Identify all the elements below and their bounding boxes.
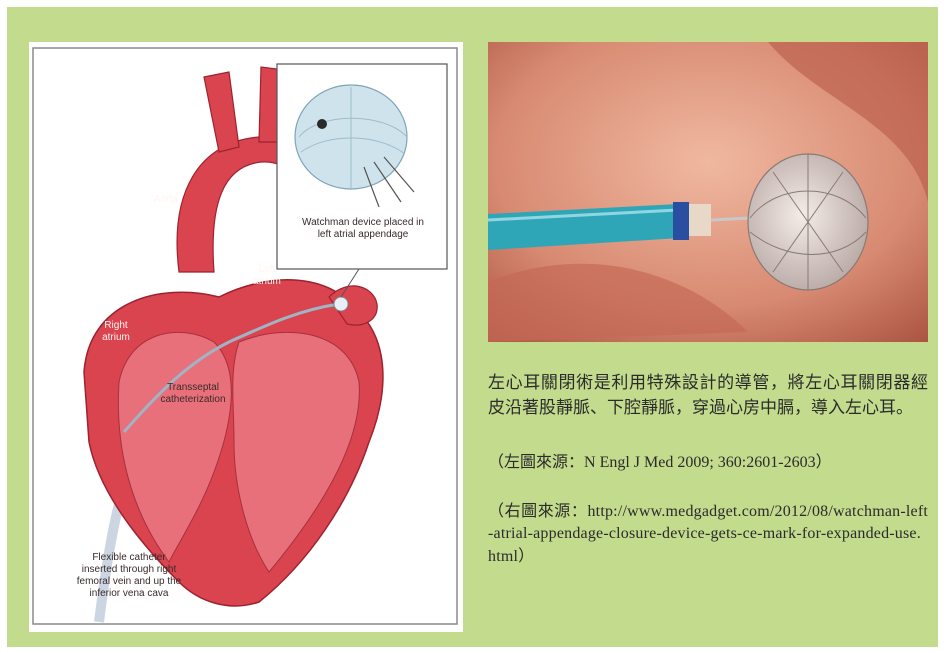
left-source-ref: N Engl J Med 2009; 360:2601-2603 bbox=[584, 454, 816, 471]
right-source-suffix: ） bbox=[518, 546, 534, 565]
left-source-suffix: ） bbox=[816, 452, 832, 471]
right-image-source: （右圖來源：http://www.medgadget.com/2012/08/w… bbox=[488, 500, 928, 568]
device-rendering bbox=[488, 42, 928, 342]
left-source-prefix: （左圖來源： bbox=[488, 452, 584, 471]
inset-caption-label: Watchman device placed in left atrial ap… bbox=[281, 217, 445, 241]
right-atrium-label: Right atrium bbox=[91, 320, 141, 344]
watchman-photo bbox=[488, 42, 928, 342]
transseptal-label: Transseptal catheterization bbox=[153, 382, 233, 406]
caption-text: 左心耳關閉術是利用特殊設計的導管，將左心耳關閉器經皮沿著股靜脈、下腔靜脈，穿過心… bbox=[488, 371, 928, 421]
right-source-prefix: （右圖來源： bbox=[488, 501, 587, 520]
left-atrium-label: Left atrium bbox=[247, 264, 287, 288]
heart-illustration: Aorta Watchman device placed in left atr… bbox=[29, 42, 463, 632]
aorta-label: Aorta bbox=[141, 194, 191, 206]
left-image-source: （左圖來源：N Engl J Med 2009; 360:2601-2603） bbox=[488, 451, 928, 474]
catheter-label: Flexible catheter inserted through right… bbox=[59, 552, 199, 600]
